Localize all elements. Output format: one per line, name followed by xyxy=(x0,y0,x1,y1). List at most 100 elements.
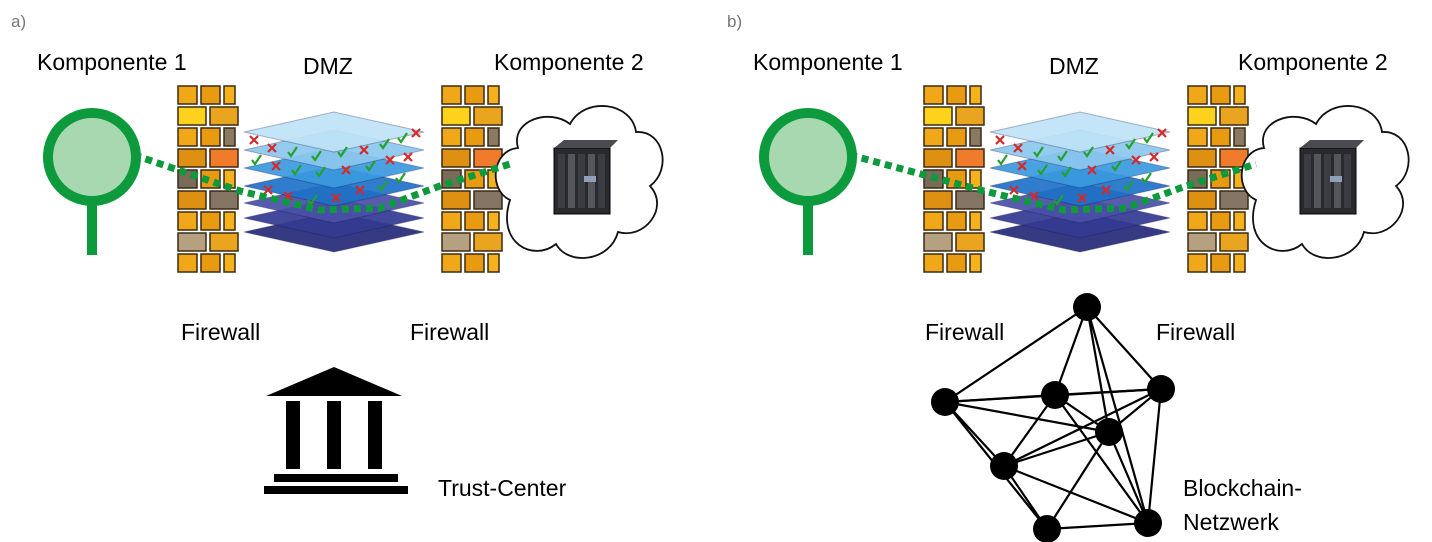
brick xyxy=(473,106,503,126)
brick xyxy=(441,127,462,147)
dmz-layers-icon xyxy=(243,111,425,253)
brick xyxy=(923,127,944,147)
check-mark xyxy=(397,132,408,144)
network-node xyxy=(1147,375,1175,403)
network-edge xyxy=(944,306,1088,403)
brick xyxy=(1187,127,1208,147)
brick xyxy=(473,190,503,210)
brick xyxy=(441,148,471,168)
brick xyxy=(209,148,239,168)
brick xyxy=(177,232,207,252)
network-graph-icon xyxy=(931,293,1175,542)
brick xyxy=(200,253,221,273)
brick xyxy=(200,85,221,105)
brick xyxy=(487,127,500,147)
brick xyxy=(464,253,485,273)
component-1-label: Komponente 1 xyxy=(753,49,903,75)
check-mark xyxy=(1061,166,1072,178)
brick xyxy=(223,211,236,231)
brick xyxy=(955,106,985,126)
brick xyxy=(923,253,944,273)
brick xyxy=(177,127,198,147)
check-mark xyxy=(1033,146,1044,158)
brick xyxy=(1233,253,1246,273)
brick xyxy=(946,253,967,273)
server-unit xyxy=(558,154,565,208)
blockchain-label-line-2: Netzwerk xyxy=(1183,509,1279,535)
brick xyxy=(223,85,236,105)
network-edge xyxy=(1085,306,1111,433)
check-mark xyxy=(395,172,406,184)
bank-column xyxy=(327,401,341,469)
brick xyxy=(1210,253,1231,273)
firewall-icon xyxy=(1187,85,1249,273)
brick xyxy=(923,232,953,252)
brick xyxy=(487,253,500,273)
cross-mark xyxy=(411,128,421,138)
brick xyxy=(1233,211,1246,231)
network-node xyxy=(1033,515,1061,542)
brick xyxy=(441,106,471,126)
cross-mark xyxy=(1013,143,1023,153)
brick xyxy=(946,127,967,147)
dmz-layer xyxy=(989,111,1171,153)
blockchain-label-line-1: Blockchain- xyxy=(1183,475,1302,501)
bank-icon xyxy=(264,367,408,494)
network-edge xyxy=(1003,430,1110,468)
bank-step xyxy=(274,474,398,482)
brick xyxy=(464,211,485,231)
brick xyxy=(1233,85,1246,105)
check-mark xyxy=(1125,138,1136,150)
connection-line xyxy=(132,151,512,214)
brick xyxy=(177,190,207,210)
network-edge xyxy=(1086,306,1162,390)
brick xyxy=(955,190,985,210)
brick xyxy=(969,169,982,189)
brick xyxy=(464,127,485,147)
check-mark xyxy=(311,150,322,162)
brick xyxy=(946,85,967,105)
brick xyxy=(1187,232,1217,252)
brick xyxy=(209,106,239,126)
dmz-layer xyxy=(243,111,425,153)
network-edge xyxy=(1003,464,1149,525)
brick xyxy=(223,127,236,147)
check-mark xyxy=(1053,194,1064,206)
brick xyxy=(1187,85,1208,105)
server-unit xyxy=(568,154,575,208)
network-edge xyxy=(1054,387,1162,397)
server-unit xyxy=(1304,154,1311,208)
brick xyxy=(1219,106,1249,126)
cross-mark xyxy=(1131,155,1141,165)
cross-mark xyxy=(1149,152,1159,162)
cross-mark xyxy=(1017,161,1027,171)
brick xyxy=(487,211,500,231)
check-mark xyxy=(307,194,318,206)
dmz-label: DMZ xyxy=(1049,53,1099,79)
brick xyxy=(923,190,953,210)
brick xyxy=(177,148,207,168)
brick xyxy=(955,232,985,252)
cross-mark xyxy=(1157,128,1167,138)
brick xyxy=(955,148,985,168)
server-unit xyxy=(578,154,585,208)
network-node xyxy=(931,388,959,416)
server-unit xyxy=(598,154,605,208)
key-ring xyxy=(759,108,857,206)
brick xyxy=(969,253,982,273)
server-screen xyxy=(1330,176,1342,182)
check-mark xyxy=(365,160,376,172)
check-mark xyxy=(1083,146,1094,158)
check-mark xyxy=(287,146,298,158)
check-mark xyxy=(315,166,326,178)
check-mark xyxy=(997,154,1008,166)
key-shaft xyxy=(803,199,813,255)
brick xyxy=(209,190,239,210)
firewall-right-label: Firewall xyxy=(1156,319,1236,345)
component-2-label: Komponente 2 xyxy=(1238,49,1388,75)
brick xyxy=(441,253,462,273)
panel-letter: b) xyxy=(727,12,743,31)
brick xyxy=(441,190,471,210)
key-shaft xyxy=(87,199,97,255)
brick xyxy=(1219,190,1249,210)
